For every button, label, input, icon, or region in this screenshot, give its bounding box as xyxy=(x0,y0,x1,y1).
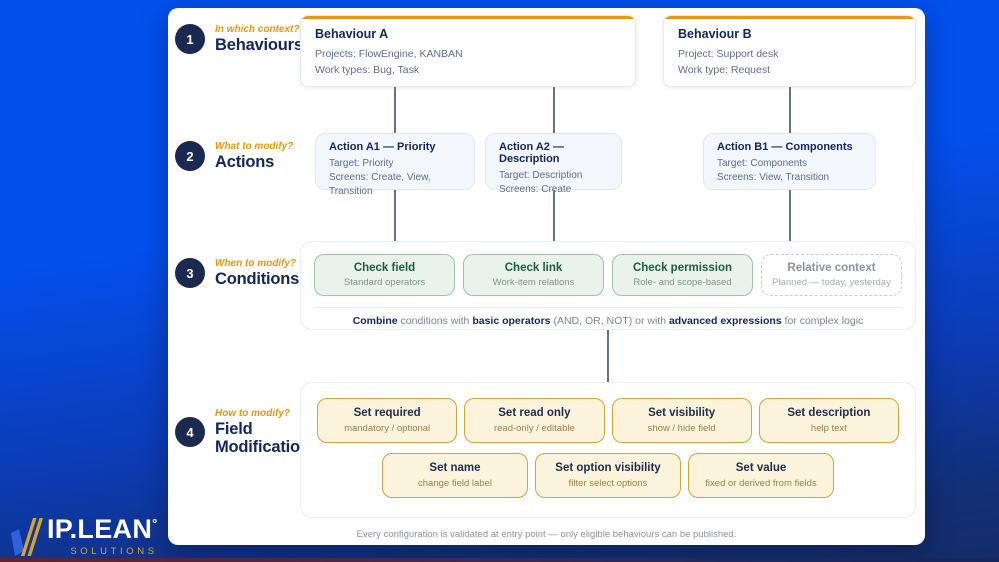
behaviour-card-title: Behaviour A xyxy=(315,27,389,41)
modification-set-option-visibility: Set option visibility filter select opti… xyxy=(535,453,681,498)
action-a2-card: Action A2 — Description Target: Descript… xyxy=(485,133,622,195)
action-card-title: Action B1 — Components xyxy=(717,141,853,153)
step-title: Conditions xyxy=(215,270,300,288)
modification-subtitle: filter select options xyxy=(568,478,648,489)
modification-title: Set required xyxy=(353,407,421,419)
condition-check-field: Check field Standard operators xyxy=(314,254,455,296)
combine-note-bold: basic operators xyxy=(472,315,551,327)
combine-note-text: for complex logic xyxy=(781,315,864,327)
connector-line xyxy=(394,190,396,241)
behaviour-b-card: Behaviour B Project: Support desk Work t… xyxy=(663,15,916,87)
config-flow-panel: 1 In which context? Behaviours 2 What to… xyxy=(168,8,925,545)
behaviour-projects: Project: Support desk xyxy=(678,48,779,60)
logo-brand: IP.LEAN° xyxy=(47,516,158,543)
step-question: What to modify? xyxy=(215,141,294,152)
connector-line xyxy=(553,190,555,241)
modification-title: Set name xyxy=(429,462,481,474)
field-modifications-container: Set required mandatory / optional Set re… xyxy=(300,382,916,518)
behaviour-projects: Projects: FlowEngine, KANBAN xyxy=(315,48,463,60)
step-question: How to modify? xyxy=(215,408,290,419)
combine-note-bold: Combine xyxy=(352,315,398,327)
step-title: Field Modifications xyxy=(215,420,319,456)
condition-subtitle: Planned — today, yesterday xyxy=(772,277,891,288)
behaviour-a-card: Behaviour A Projects: FlowEngine, KANBAN… xyxy=(300,15,636,87)
behaviour-card-title: Behaviour B xyxy=(678,27,752,41)
step-number-badge: 2 xyxy=(175,141,205,172)
step-field-modifications: 4 How to modify? Field Modifications xyxy=(175,408,333,457)
behaviour-work-types: Work type: Request xyxy=(678,64,771,77)
step-number-badge: 4 xyxy=(175,417,205,448)
condition-check-permission: Check permission Role- and scope-based xyxy=(612,254,753,296)
action-screens: Screens: View, Transition xyxy=(717,172,830,184)
action-target: Target: Description xyxy=(499,170,583,181)
modification-title: Set read only xyxy=(498,407,571,419)
step-question: In which context? xyxy=(215,24,300,35)
condition-subtitle: Work-item relations xyxy=(492,277,575,288)
action-b1-card: Action B1 — Components Target: Component… xyxy=(703,133,876,190)
connector-line xyxy=(553,87,555,133)
step-title: Actions xyxy=(215,153,275,171)
step-actions: 2 What to modify? Actions xyxy=(175,141,293,172)
modification-title: Set option visibility xyxy=(555,462,661,474)
action-card-title: Action A2 — Description xyxy=(499,141,564,165)
action-screens: Screens: Create, View, Transition xyxy=(329,172,431,198)
combine-note-bold: advanced expressions xyxy=(668,315,782,327)
connector-line xyxy=(394,87,396,133)
connector-line xyxy=(789,87,791,133)
action-card-title: Action A1 — Priority xyxy=(329,141,436,153)
condition-title: Check field xyxy=(353,262,416,274)
logo-tagline: SOLUTIONS xyxy=(70,546,158,557)
card-accent-bar xyxy=(664,16,915,19)
modification-subtitle: mandatory / optional xyxy=(344,423,431,434)
bottom-accent-strip xyxy=(0,558,999,562)
iplean-logo-icon xyxy=(11,518,43,556)
modification-set-value: Set value fixed or derived from fields xyxy=(688,453,834,498)
modification-title: Set value xyxy=(735,462,787,474)
combine-note: Combine conditions with basic operators … xyxy=(314,315,902,327)
condition-subtitle: Standard operators xyxy=(343,277,426,288)
iplean-logo: IP.LEAN° SOLUTIONS xyxy=(10,516,158,557)
logo-brand-text: IP.LEAN xyxy=(47,514,153,544)
modification-title: Set description xyxy=(787,407,871,419)
condition-subtitle: Role- and scope-based xyxy=(633,277,732,288)
conditions-divider xyxy=(314,307,902,308)
modification-subtitle: change field label xyxy=(418,478,492,489)
conditions-container: Check field Standard operators Check lin… xyxy=(300,241,916,330)
step-title: Behaviours xyxy=(215,36,303,54)
card-accent-bar xyxy=(301,16,635,19)
action-target: Target: Priority xyxy=(329,158,394,169)
modification-set-name: Set name change field label xyxy=(382,453,528,498)
step-question: When to modify? xyxy=(215,258,297,269)
combine-note-text: conditions with xyxy=(397,315,473,327)
logo-degree-mark: ° xyxy=(152,516,158,531)
modification-subtitle: read-only / editable xyxy=(493,423,575,434)
connector-line xyxy=(789,190,791,241)
modification-set-visibility: Set visibility show / hide field xyxy=(611,398,752,443)
connector-line xyxy=(607,330,609,382)
action-target: Target: Components xyxy=(717,158,808,169)
validation-footnote: Every configuration is validated at entr… xyxy=(356,529,737,540)
combine-note-text: (AND, OR, NOT) or with xyxy=(550,315,669,327)
step-number-badge: 1 xyxy=(175,24,205,55)
condition-relative-context: Relative context Planned — today, yester… xyxy=(761,254,902,296)
step-number-badge: 3 xyxy=(175,258,205,289)
modification-subtitle: fixed or derived from fields xyxy=(705,478,817,489)
behaviour-work-types: Work types: Bug, Task xyxy=(315,64,420,77)
modification-set-read-only: Set read only read-only / editable xyxy=(464,398,605,443)
condition-title: Relative context xyxy=(787,262,876,274)
modification-subtitle: show / hide field xyxy=(647,423,716,434)
condition-title: Check permission xyxy=(632,262,733,274)
action-screens: Screens: Create xyxy=(499,184,572,196)
condition-title: Check link xyxy=(504,262,563,274)
step-conditions: 3 When to modify? Conditions xyxy=(175,258,299,289)
modification-subtitle: help text xyxy=(810,423,847,434)
action-a1-card: Action A1 — Priority Target: Priority Sc… xyxy=(315,133,475,197)
modification-title: Set visibility xyxy=(648,407,716,419)
step-behaviours: 1 In which context? Behaviours xyxy=(175,24,303,55)
modification-set-description: Set description help text xyxy=(758,398,899,443)
condition-check-link: Check link Work-item relations xyxy=(463,254,604,296)
modification-set-required: Set required mandatory / optional xyxy=(317,398,458,443)
